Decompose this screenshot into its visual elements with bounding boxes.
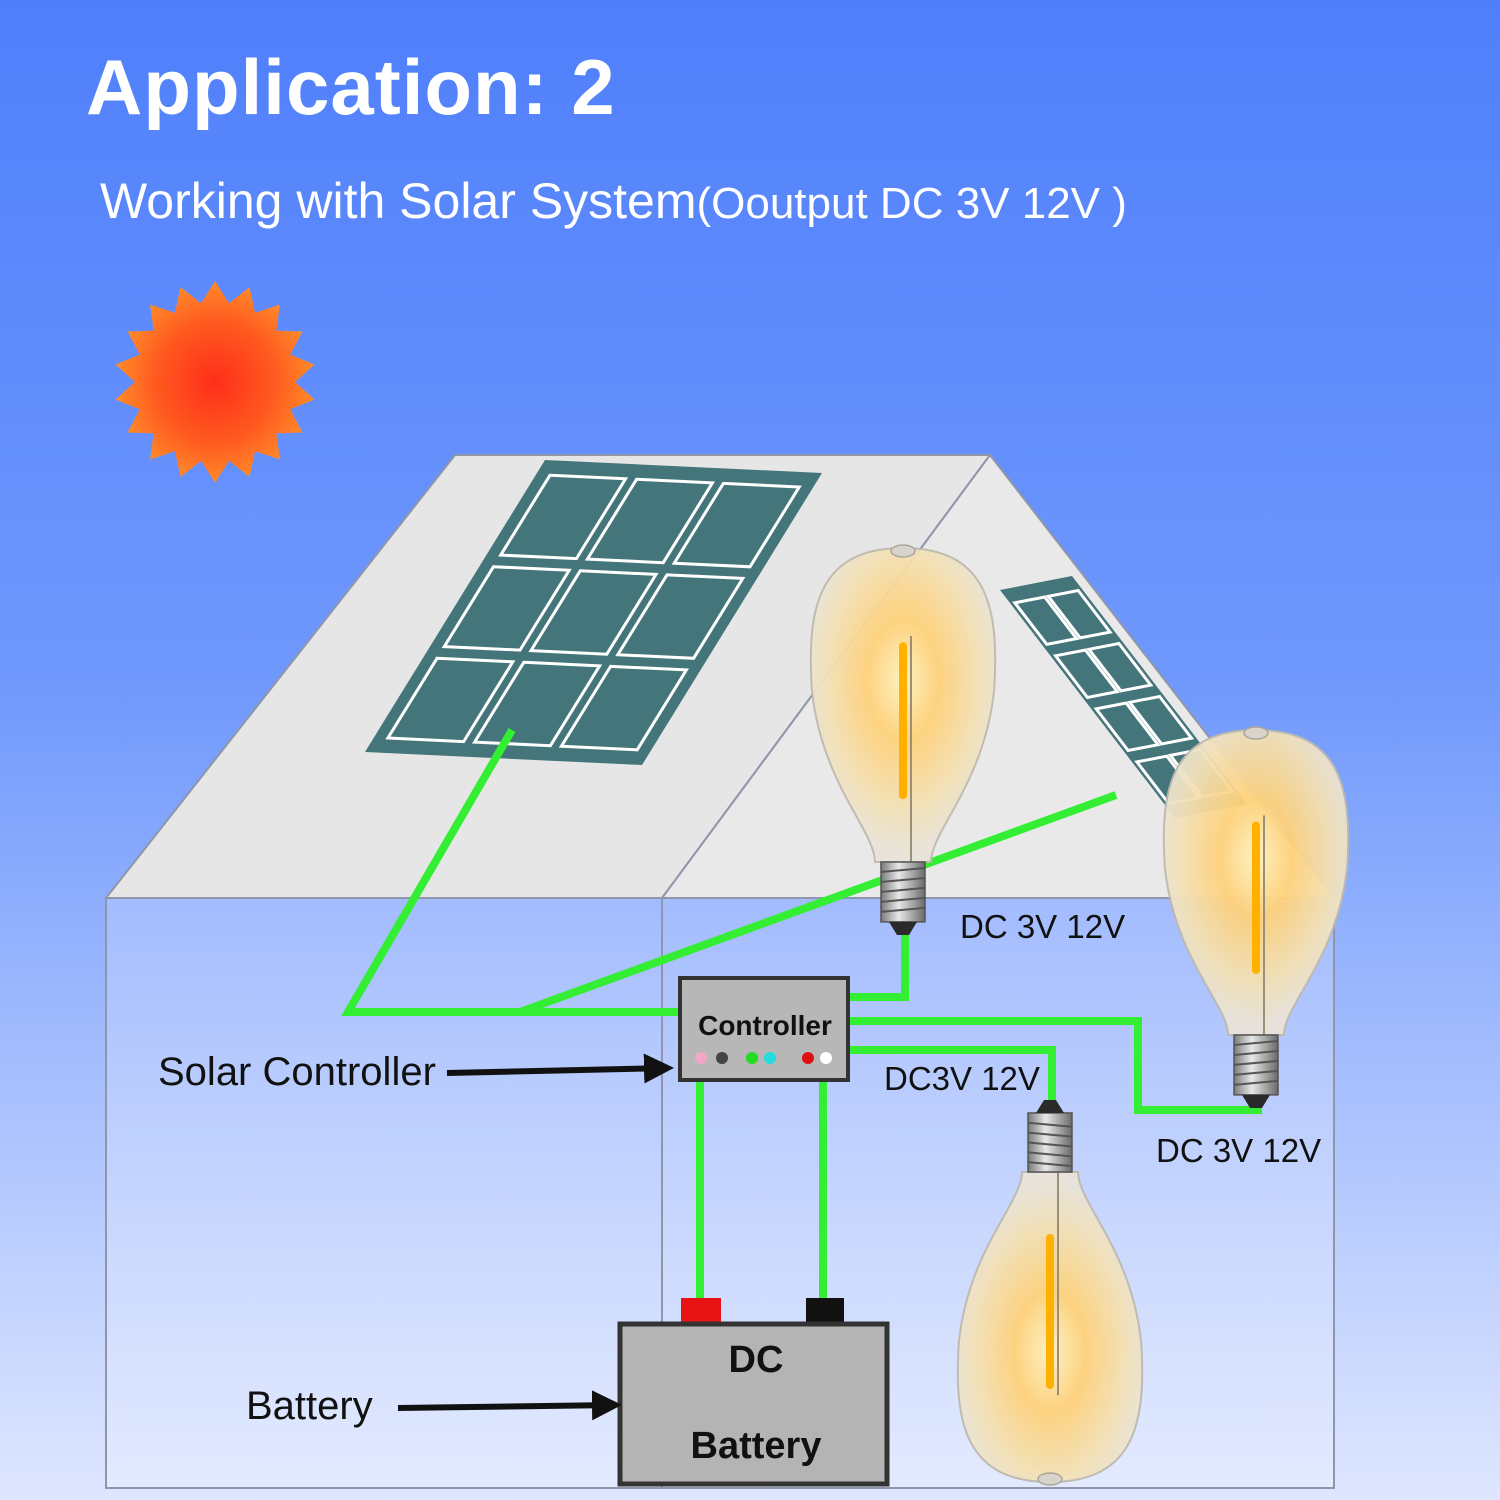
solar-controller-label: Solar Controller xyxy=(158,1050,436,1094)
controller-terminals xyxy=(695,1052,832,1064)
solar-cell xyxy=(1086,641,1154,693)
battery-icon xyxy=(617,1298,890,1487)
solar-cell xyxy=(1052,648,1120,700)
solar-cell xyxy=(1012,595,1080,647)
bulb3-voltage-label: DC3V 12V xyxy=(884,1060,1040,1097)
solar-cell xyxy=(671,481,802,569)
sun-icon xyxy=(115,281,315,483)
subtitle-main: Working with Solar System xyxy=(100,173,697,229)
terminal-dot xyxy=(695,1052,707,1064)
battery-label-line1: DC xyxy=(729,1339,784,1381)
bulb-icon xyxy=(956,1100,1144,1486)
terminal-dot xyxy=(820,1052,832,1064)
solar-cell xyxy=(1093,701,1161,753)
solar-cell xyxy=(441,565,572,652)
solar-cell xyxy=(1045,588,1113,640)
arrow-icon xyxy=(446,1053,674,1084)
solar-cell xyxy=(615,573,746,660)
wire-bulb2 xyxy=(848,1017,1262,1114)
solar-panel-icon xyxy=(365,460,822,765)
wires xyxy=(341,727,1262,1302)
battery-label-line2: Battery xyxy=(691,1425,822,1467)
wire-panel1 xyxy=(341,727,680,1016)
terminal-dot xyxy=(802,1052,814,1064)
arrow-icon xyxy=(397,1390,622,1421)
subtitle-paren: (Ooutput DC 3V 12V ) xyxy=(696,179,1127,228)
wire-bulb3 xyxy=(848,1046,1056,1110)
solar-cell xyxy=(558,664,690,752)
bulb-icon xyxy=(809,544,997,935)
solar-cell xyxy=(528,569,659,656)
wire-bulb1 xyxy=(848,930,909,1001)
controller-box xyxy=(678,976,850,1082)
bulb-icon xyxy=(1162,726,1350,1108)
bulb1-voltage-label: DC 3V 12V xyxy=(960,908,1126,945)
solar-cell xyxy=(498,473,629,561)
solar-cell xyxy=(385,656,516,744)
terminal-dot xyxy=(716,1052,728,1064)
page-subtitle: Working with Solar System(Ooutput DC 3V … xyxy=(100,172,1127,230)
solar-cell xyxy=(1127,694,1195,746)
page-title: Application: 2 xyxy=(86,43,616,131)
solar-cell xyxy=(471,660,603,748)
terminal-dot xyxy=(746,1052,758,1064)
bulb2-voltage-label: DC 3V 12V xyxy=(1156,1132,1322,1169)
controller-label: Controller xyxy=(698,1010,832,1041)
solar-cell xyxy=(584,477,716,565)
battery-side-label: Battery xyxy=(246,1384,373,1428)
terminal-dot xyxy=(764,1052,776,1064)
wire-panel2 xyxy=(518,791,1118,1016)
